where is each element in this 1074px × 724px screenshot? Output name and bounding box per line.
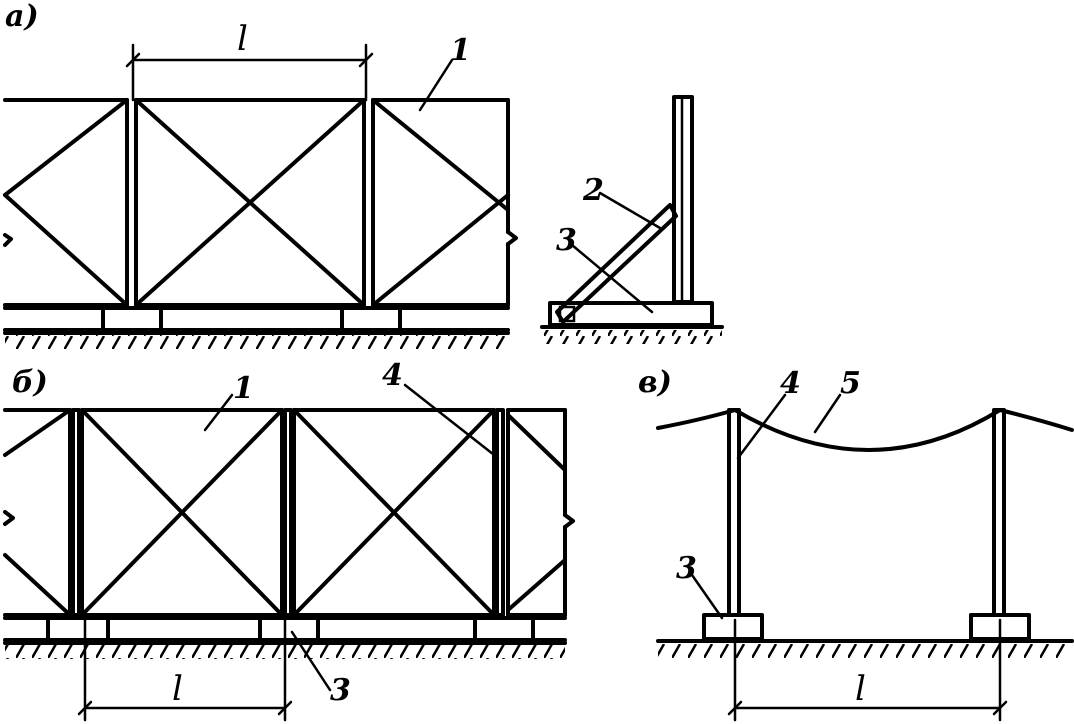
dimension-top-a: l (125, 19, 374, 102)
panel-a-label: а) (5, 0, 39, 34)
panel-a-side: 2 3 (540, 95, 724, 344)
label-3-b: 3 (330, 673, 351, 708)
label-1-b: 1 (233, 371, 254, 406)
label-5-callout: 5 (813, 366, 861, 434)
label-1-callout-b: 1 (203, 371, 254, 432)
fence-panel-b-right-partial (506, 408, 575, 617)
label-2-callout: 2 (582, 173, 662, 230)
dimension-bottom-c: l (727, 618, 1008, 722)
label-4-callout-b: 4 (382, 358, 500, 460)
dimension-label-b: l (172, 669, 183, 709)
label-3-callout-b: 3 (290, 630, 351, 708)
post-right (992, 408, 1006, 617)
label-5: 5 (840, 366, 861, 401)
label-3-callout-c: 3 (676, 551, 724, 620)
label-3-callout-a: 3 (556, 223, 654, 314)
fence-panel-right-partial (371, 98, 518, 307)
dimension-label-a: l (237, 19, 248, 59)
fence-panel-middle (134, 98, 366, 307)
label-1-callout-a: 1 (418, 33, 471, 112)
panel-a-front: а) l (3, 0, 518, 349)
label-1-a: 1 (450, 33, 471, 68)
label-4-callout-c: 4 (736, 366, 801, 460)
fence-panel-b-left-partial (3, 408, 72, 617)
panel-c-label: в) (638, 365, 672, 400)
label-2: 2 (582, 173, 604, 208)
cable-line (656, 408, 1074, 452)
post-left (727, 408, 741, 617)
label-4-c: 4 (780, 366, 801, 401)
base-blocks-a (3, 306, 510, 349)
fence-panel-b-2 (292, 408, 496, 617)
fence-panel-b-1 (80, 408, 284, 617)
dimension-bottom-b: l (77, 618, 293, 722)
label-4-b: 4 (382, 358, 403, 393)
panel-c: в) 4 5 3 l (638, 365, 1074, 722)
dimension-label-c: l (855, 669, 866, 709)
post-base-left (702, 613, 764, 641)
fence-panel-left-partial (3, 98, 129, 307)
panel-b-label: б) (12, 365, 48, 400)
panel-b: б) (3, 358, 575, 722)
label-3-c: 3 (676, 551, 697, 586)
label-3-a: 3 (556, 223, 577, 258)
